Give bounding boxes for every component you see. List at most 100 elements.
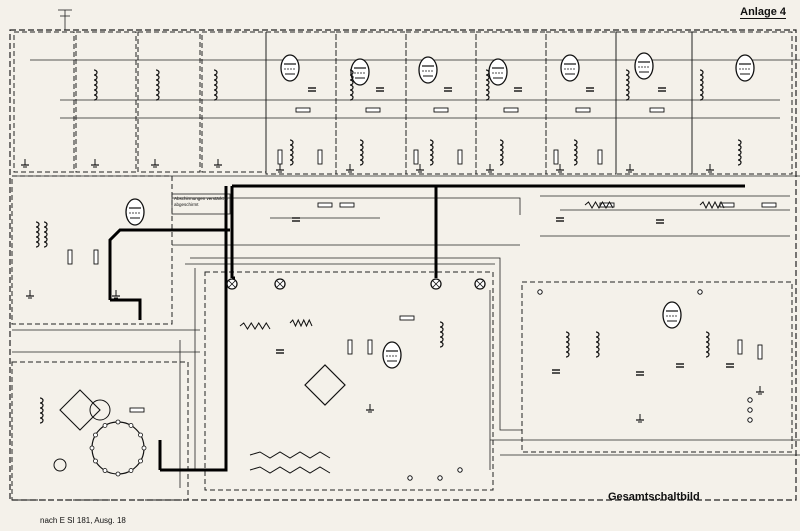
terminal-1 <box>747 397 753 403</box>
resistor-v-10 <box>367 339 373 355</box>
if-stage-1-border <box>265 31 337 175</box>
ground-13 <box>112 290 120 299</box>
rf-coil-3 <box>213 69 218 101</box>
rf-coil-4 <box>349 69 354 101</box>
tube-6 <box>634 52 654 80</box>
transformer-coil-4 <box>595 331 600 358</box>
tube-1 <box>280 54 300 82</box>
tube-2 <box>350 58 370 86</box>
switch-contact-12 <box>138 432 143 438</box>
shield-note: Abschirmungen verstärkt & abgeschirmt <box>174 196 229 207</box>
connector-plug-4 <box>474 278 486 290</box>
indicator-lamp <box>53 458 67 472</box>
ground-16 <box>756 386 764 395</box>
ground-4 <box>214 159 222 168</box>
terminal-7 <box>407 475 413 481</box>
zigzag-1 <box>584 201 614 209</box>
main-bus-line <box>108 184 745 472</box>
if-coil-4 <box>499 139 504 166</box>
resistor-v-2 <box>317 149 323 165</box>
resistor-v-4 <box>457 149 463 165</box>
resistor-v-1 <box>277 149 283 165</box>
ground-7 <box>416 164 424 173</box>
resistor-v-6 <box>597 149 603 165</box>
ground-10 <box>626 164 634 173</box>
switch-contact-6 <box>93 458 98 464</box>
switch-contact-8 <box>93 432 98 438</box>
if-coil-1 <box>289 139 294 166</box>
resistor-h-2 <box>365 107 381 113</box>
resistor-v-9 <box>347 339 353 355</box>
switch-contact-9 <box>102 423 108 428</box>
resistor-h-7 <box>317 202 333 208</box>
switch-contact-1 <box>141 445 147 451</box>
transformer-coil-5 <box>705 331 710 358</box>
tube-4 <box>488 58 508 86</box>
heater-winding-1 <box>249 451 331 459</box>
resistor-h-1 <box>295 107 311 113</box>
transformer-coil-7 <box>39 397 44 424</box>
rotary-switch <box>91 421 145 475</box>
capacitor-4 <box>514 87 522 92</box>
capacitor-3 <box>444 87 452 92</box>
ground-3 <box>151 159 159 168</box>
terminal-5 <box>697 289 703 295</box>
if-stage-4-border <box>475 31 547 175</box>
capacitor-8 <box>556 217 564 222</box>
transformer-coil-1 <box>35 221 40 248</box>
rf-coil-7 <box>699 69 704 101</box>
rf-coil-6 <box>625 69 630 101</box>
stage-borders <box>9 29 797 501</box>
rf-coil-5 <box>485 69 490 101</box>
resistor-v-7 <box>67 249 73 265</box>
wiring <box>12 9 800 488</box>
capacitor-7 <box>292 217 300 222</box>
capacitor-12 <box>552 369 560 374</box>
ground-1 <box>21 159 29 168</box>
if-stage-2-border <box>335 31 407 175</box>
capacitor-1 <box>308 87 316 92</box>
connector-plug-1 <box>226 278 238 290</box>
capacitor-10 <box>676 363 684 368</box>
resistor-h-6 <box>649 107 665 113</box>
switch-contact-11 <box>128 423 134 428</box>
if-coil-5 <box>573 139 578 166</box>
ground-6 <box>346 164 354 173</box>
tube-5 <box>560 54 580 82</box>
resistor-v-12 <box>757 344 763 360</box>
terminal-3 <box>747 417 753 423</box>
terminal-8 <box>437 475 443 481</box>
bus-down <box>160 186 228 472</box>
capacitor-13 <box>636 371 644 376</box>
resistor-v-8 <box>93 249 99 265</box>
resistor-h-3 <box>433 107 449 113</box>
heater-winding-2 <box>249 466 331 474</box>
transformer-coil-3 <box>565 331 570 358</box>
resistor-v-11 <box>737 339 743 355</box>
resistor-h-13 <box>399 315 415 321</box>
drawing-title: Gesamtschaltbild <box>608 491 700 503</box>
rf-stage-1-border <box>75 31 137 173</box>
resistor-v-3 <box>413 149 419 165</box>
shield-note-box <box>171 193 231 215</box>
capacitor-14 <box>276 349 284 354</box>
switch-contact-5 <box>102 468 108 473</box>
zigzag-4 <box>289 318 313 328</box>
zigzag-3 <box>239 322 271 330</box>
ground-8 <box>486 164 494 173</box>
resistor-h-5 <box>575 107 591 113</box>
resistor-h-4 <box>503 107 519 113</box>
switch-contact-4 <box>115 471 121 477</box>
switch-stage-border <box>11 361 189 501</box>
resistor-h-11 <box>761 202 777 208</box>
components <box>21 52 777 481</box>
resistor-h-8 <box>339 202 355 208</box>
detector-stage-border <box>691 31 793 175</box>
outer-frame <box>9 29 797 501</box>
tube-3 <box>418 56 438 84</box>
ground-14 <box>366 404 374 413</box>
rail-6 <box>190 257 522 431</box>
terminal-4 <box>537 289 543 295</box>
audio-stage-border <box>521 281 793 453</box>
